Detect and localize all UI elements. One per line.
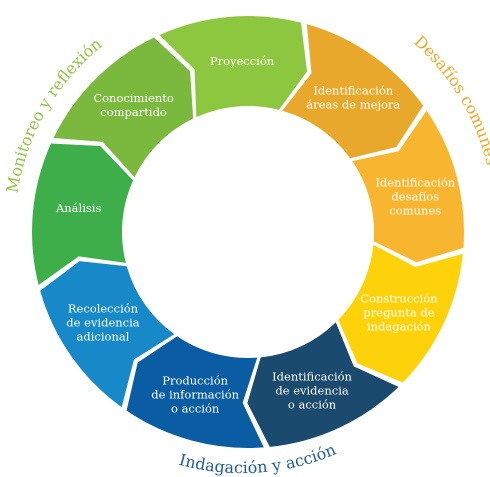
segment-label-8: Análisis [55, 201, 102, 215]
cycle-segment-7 [40, 261, 175, 408]
cycle-segment-8 [31, 143, 134, 285]
cycle-segment-1 [159, 15, 308, 118]
cycle-segment-3 [352, 110, 465, 263]
cycle-segment-2 [282, 24, 424, 159]
cycle-segment-6 [126, 336, 264, 449]
cycle-segment-5 [247, 322, 399, 447]
segment-label-1: Proyección [210, 54, 275, 68]
segments-layer [31, 15, 465, 449]
cycle-segment-9 [53, 37, 194, 178]
cycle-segment-4 [338, 244, 463, 383]
